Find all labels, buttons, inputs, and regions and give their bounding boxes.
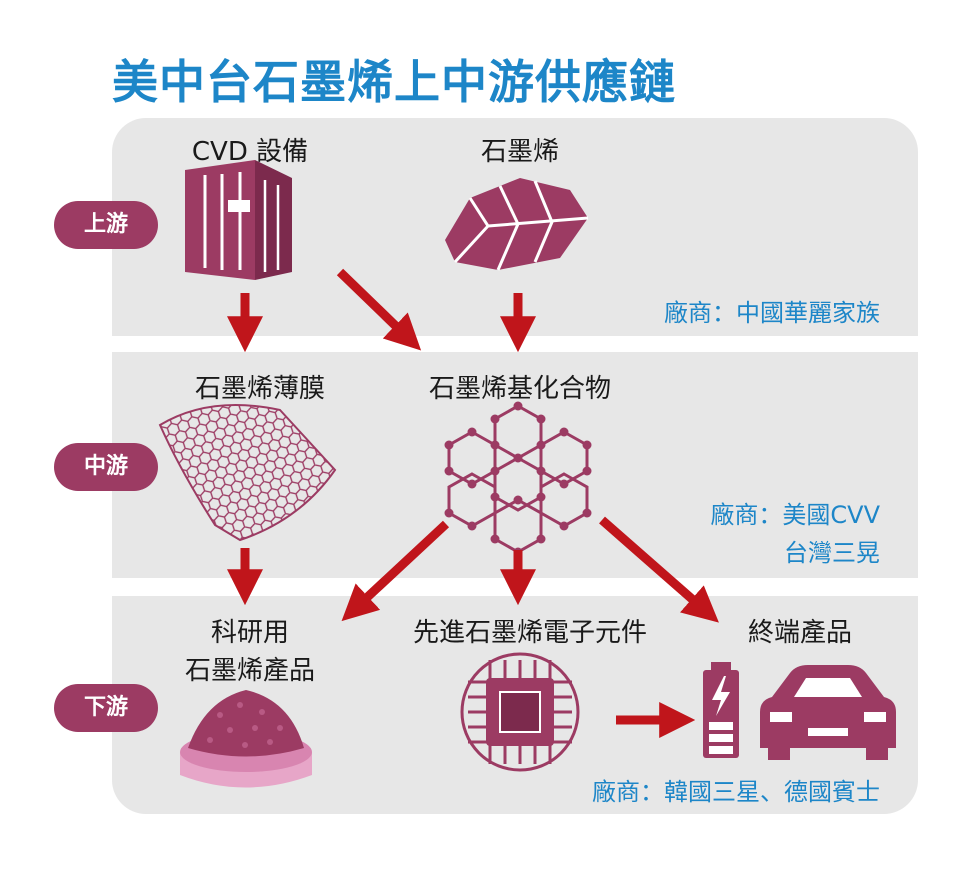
arrow-compound-to-research: [341, 520, 450, 622]
graphene-label: 石墨烯: [480, 137, 559, 167]
research-product-label-line1: 科研用: [210, 618, 289, 648]
arrow-cvd-to-compound: [336, 268, 422, 351]
arrow-compound-to-end-products: [599, 516, 719, 623]
powder-dish-icon: [180, 690, 312, 788]
server-icon: [185, 160, 292, 280]
downstream-vendor: 廠商：韓國三星、德國賓士: [592, 778, 880, 806]
graphene-film-label: 石墨烯薄膜: [194, 374, 325, 404]
page-title: 美中台石墨烯上中游供應鏈: [112, 55, 676, 109]
graphene-sheet-icon: [158, 404, 337, 542]
midstream-vendor-line1: 廠商：美國CVV: [710, 501, 880, 529]
flow-arrows: [227, 268, 719, 738]
battery-icon: [703, 662, 739, 758]
midstream-vendor-line2: 台灣三晃: [784, 539, 880, 567]
end-products-label: 終端產品: [747, 618, 852, 648]
electronics-label: 先進石墨烯電子元件: [412, 618, 647, 648]
research-product-label-line2: 石墨烯產品: [184, 656, 315, 686]
chip-icon: [460, 652, 580, 772]
hexagon-lattice-icon: [444, 401, 592, 557]
tier-downstream-badge: 下游: [54, 684, 158, 732]
graphite-rock-icon: [445, 178, 589, 271]
tier-upstream-badge: 上游: [54, 201, 158, 249]
graphene-compound-label: 石墨烯基化合物: [428, 374, 611, 404]
tier-midstream-badge: 中游: [54, 443, 158, 491]
car-icon: [760, 665, 896, 760]
upstream-vendor: 廠商：中國華麗家族: [664, 299, 880, 327]
